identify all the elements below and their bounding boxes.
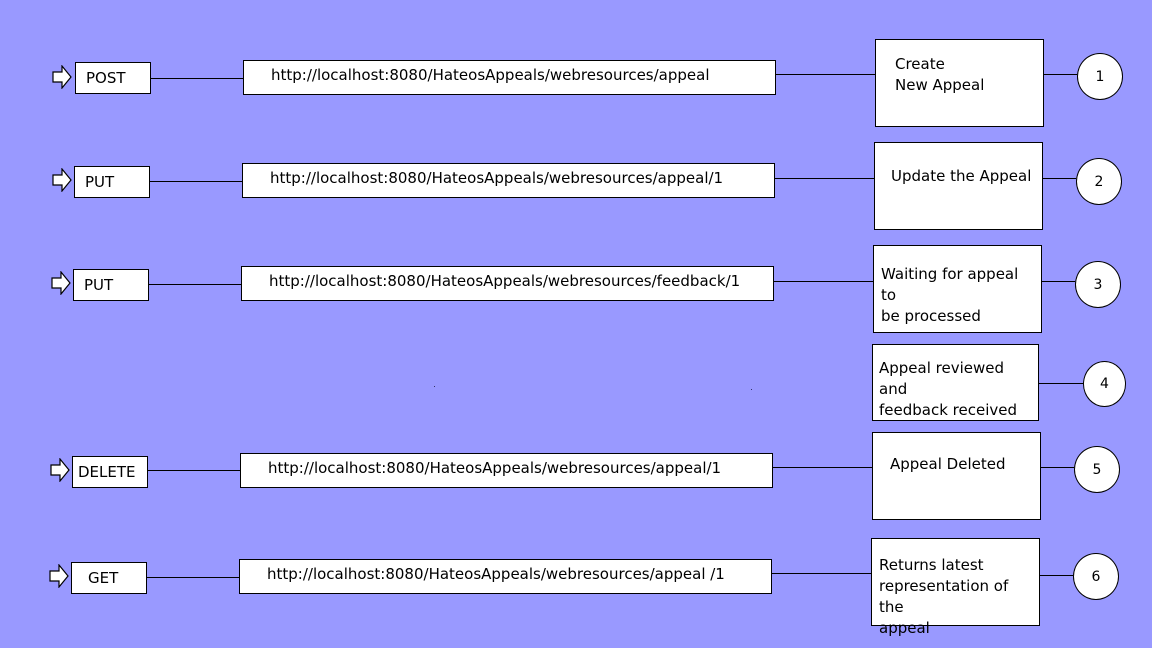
endpoint-url: http://localhost:8080/HateosAppeals/webr… [271, 66, 710, 84]
step-number-circle: 3 [1075, 261, 1121, 308]
step-number: 4 [1100, 376, 1109, 392]
step-number: 3 [1093, 276, 1103, 293]
connector-line [147, 577, 239, 578]
state-label: Update the Appeal [891, 167, 1032, 185]
method-text: DELETE [78, 462, 136, 481]
state-box: Update the Appeal [874, 142, 1043, 230]
step-number: 5 [1092, 461, 1102, 478]
connector-line [776, 74, 875, 75]
connector-line [774, 281, 873, 282]
connector-line [1044, 74, 1077, 75]
state-box: Create New Appeal [875, 39, 1044, 127]
method-text: GET [88, 568, 119, 587]
method-text: PUT [84, 275, 114, 294]
state-label: Waiting for appeal to be processed [881, 265, 1019, 325]
connector-line [773, 467, 872, 468]
connector-line [1039, 383, 1083, 384]
method-label: DELETE [72, 456, 148, 488]
connector-line [1040, 575, 1073, 576]
step-number: 2 [1094, 173, 1104, 190]
endpoint-url: http://localhost:8080/HateosAppeals/webr… [269, 272, 741, 290]
step-number: 1 [1095, 68, 1105, 85]
connector-line [1043, 178, 1076, 179]
stray-dot [751, 389, 752, 390]
endpoint-url-box: http://localhost:8080/HateosAppeals/webr… [240, 453, 773, 488]
method-label: GET [71, 562, 147, 594]
right-arrow-icon [49, 564, 69, 588]
stray-dot [434, 386, 435, 387]
state-label: Create New Appeal [895, 55, 985, 94]
right-arrow-icon [52, 168, 72, 192]
step-number-circle: 2 [1076, 158, 1122, 205]
method-label: PUT [73, 269, 149, 301]
method-text: POST [86, 68, 126, 87]
connector-line [149, 284, 241, 285]
right-arrow-icon [51, 271, 71, 295]
step-number: 6 [1091, 568, 1101, 585]
right-arrow-icon [52, 65, 72, 89]
state-box: Appeal Deleted [872, 432, 1041, 520]
right-arrow-icon [50, 458, 70, 482]
state-label: Appeal reviewed and feedback received [879, 359, 1018, 419]
method-label: PUT [74, 166, 150, 198]
connector-line [151, 78, 243, 79]
connector-line [772, 573, 871, 574]
endpoint-url: http://localhost:8080/HateosAppeals/webr… [270, 169, 724, 187]
state-box: Returns latest representation of the app… [871, 538, 1040, 637]
method-text: PUT [85, 172, 115, 191]
state-label: Appeal Deleted [890, 455, 1006, 473]
endpoint-url-box: http://localhost:8080/HateosAppeals/webr… [241, 266, 774, 301]
state-box: Waiting for appeal to be processed [873, 245, 1042, 333]
endpoint-url: http://localhost:8080/HateosAppeals/webr… [267, 565, 725, 583]
step-number-circle: 1 [1077, 53, 1123, 100]
endpoint-url-box: http://localhost:8080/HateosAppeals/webr… [239, 559, 772, 594]
connector-line [148, 470, 240, 471]
endpoint-url: http://localhost:8080/HateosAppeals/webr… [268, 459, 722, 477]
endpoint-url-box: http://localhost:8080/HateosAppeals/webr… [242, 163, 775, 198]
method-label: POST [75, 62, 151, 94]
step-number-circle: 6 [1073, 553, 1119, 600]
state-label: Returns latest representation of the app… [879, 556, 1009, 637]
connector-line [775, 178, 874, 179]
step-number-circle: 4 [1083, 361, 1126, 407]
connector-line [1042, 281, 1075, 282]
endpoint-url-box: http://localhost:8080/HateosAppeals/webr… [243, 60, 776, 95]
step-number-circle: 5 [1074, 446, 1120, 493]
state-box: Appeal reviewed and feedback received [872, 344, 1039, 421]
connector-line [150, 181, 242, 182]
connector-line [1041, 467, 1074, 468]
